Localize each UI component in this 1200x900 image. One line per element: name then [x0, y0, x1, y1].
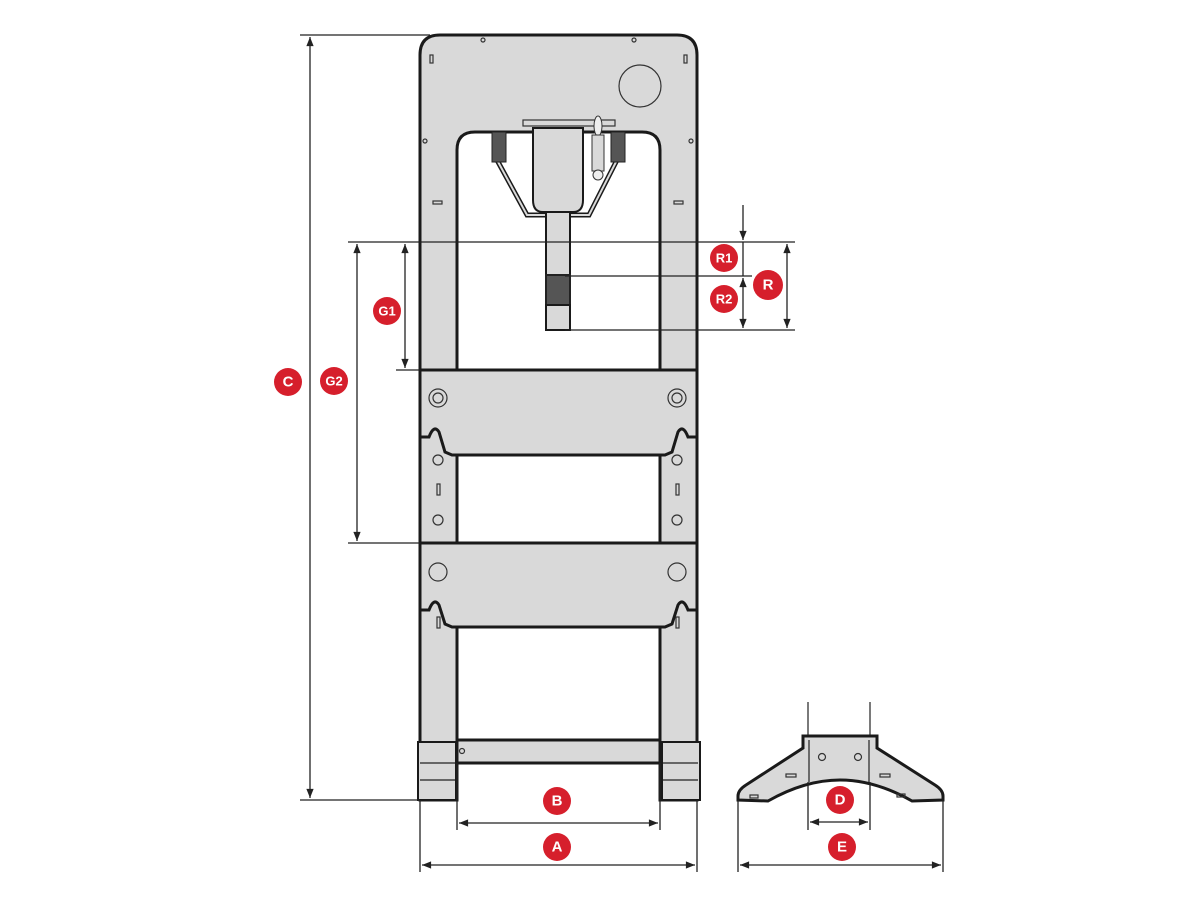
svg-text:B: B [552, 793, 563, 810]
foot-side-view [736, 702, 945, 803]
lower-bed [418, 541, 699, 629]
hydraulic-cylinder [491, 115, 626, 331]
gauge-hole [618, 64, 662, 108]
label-A: A [543, 833, 571, 861]
svg-text:R: R [763, 277, 774, 294]
label-C: C [274, 368, 302, 396]
svg-text:E: E [837, 839, 847, 856]
label-D: D [826, 786, 854, 814]
svg-text:C: C [283, 374, 294, 391]
label-G1: G1 [373, 297, 401, 325]
svg-text:G1: G1 [378, 304, 395, 319]
label-R2: R2 [710, 285, 738, 313]
right-foot [661, 741, 701, 801]
svg-text:G2: G2 [325, 374, 342, 389]
label-R: R [753, 270, 783, 300]
press-frame-front-view [417, 33, 701, 802]
ram [545, 211, 571, 277]
ram-thread [545, 274, 571, 306]
upper-bed [418, 368, 699, 457]
left-foot [417, 741, 457, 801]
label-E: E [828, 833, 856, 861]
label-R1: R1 [710, 244, 738, 272]
svg-text:R2: R2 [716, 292, 733, 307]
ram-tip [545, 304, 571, 331]
bottom-crossbar [455, 738, 662, 765]
dimension-lines [300, 34, 944, 872]
svg-text:R1: R1 [716, 251, 733, 266]
label-B: B [543, 787, 571, 815]
svg-text:D: D [835, 792, 846, 809]
foot-profile [736, 734, 945, 803]
label-G2: G2 [320, 367, 348, 395]
svg-text:A: A [552, 839, 563, 856]
